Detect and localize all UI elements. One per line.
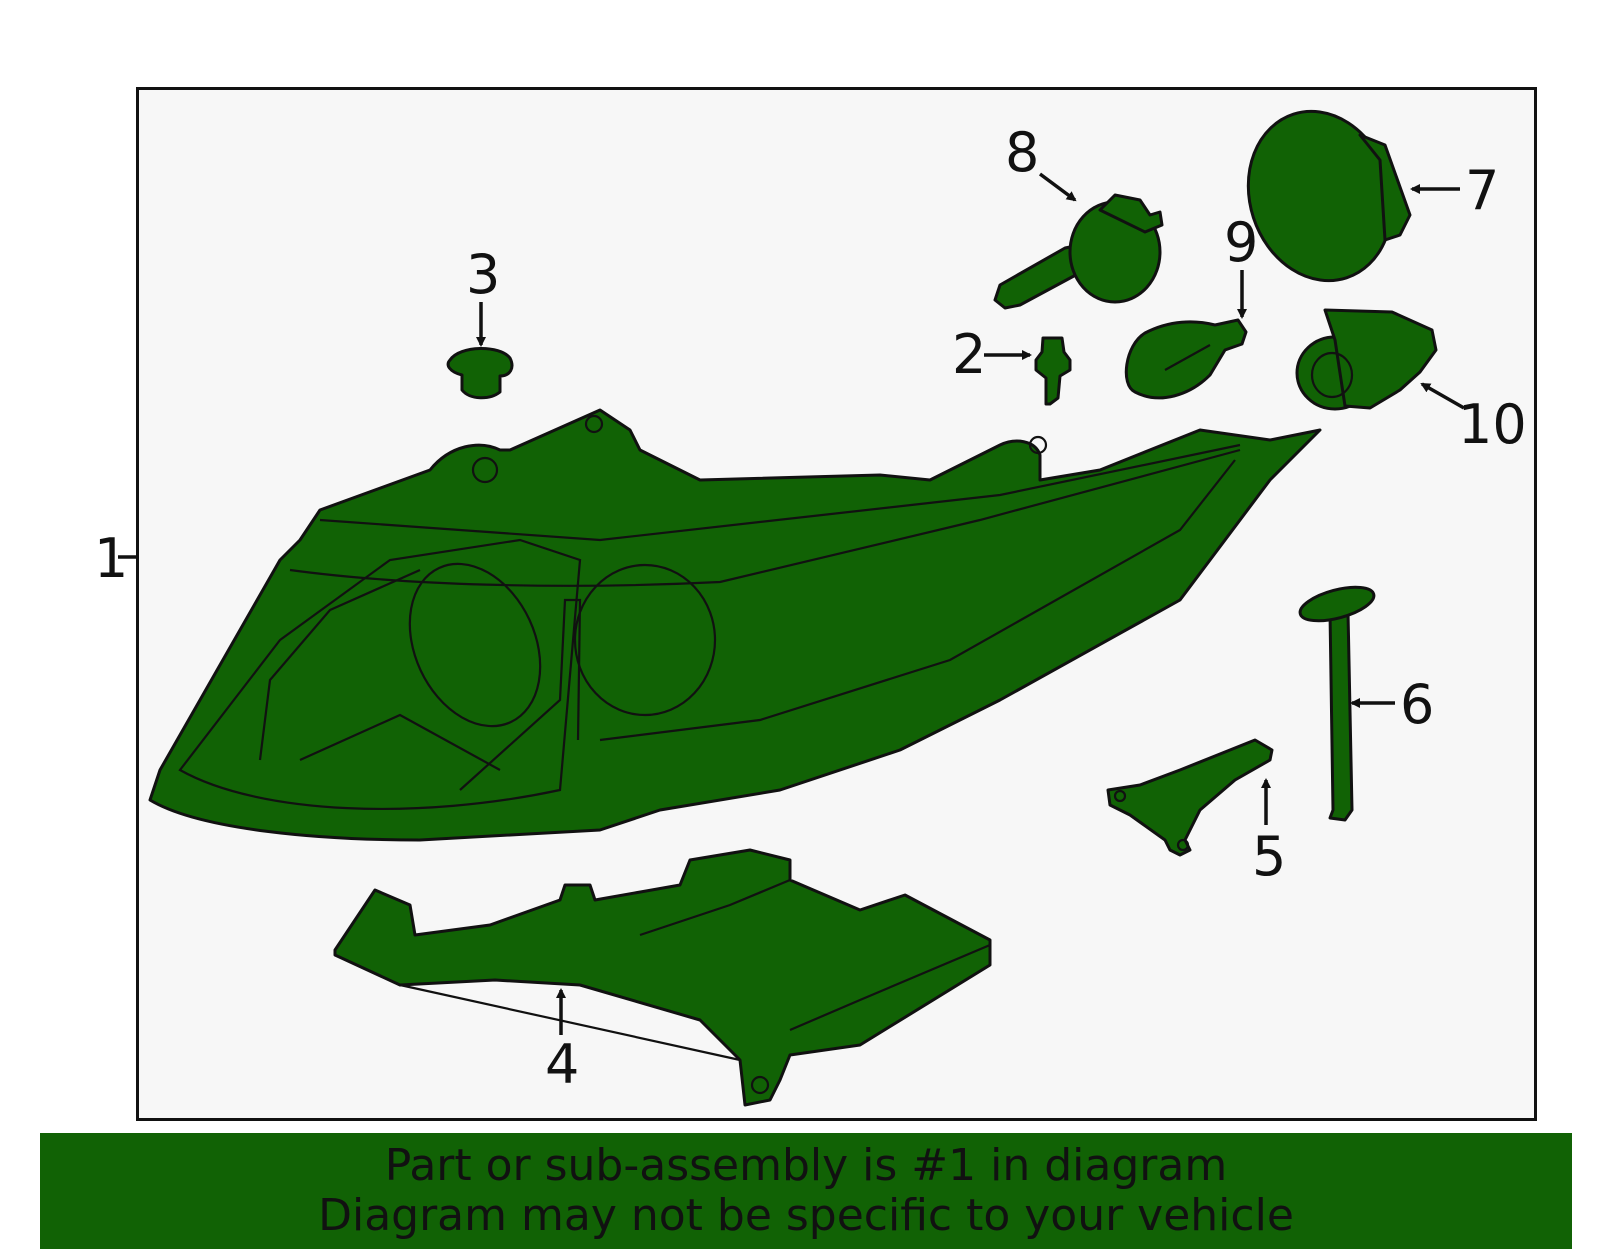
dust-cap[interactable] xyxy=(1227,93,1413,300)
bulb-8[interactable] xyxy=(993,193,1164,310)
callout-arrows xyxy=(118,172,1465,1035)
footer-banner: Part or sub-assembly is #1 in diagram Di… xyxy=(40,1133,1572,1249)
callout-9: 9 xyxy=(1224,211,1259,274)
callout-5: 5 xyxy=(1252,825,1287,888)
callout-2: 2 xyxy=(952,323,987,386)
footer-line-1: Part or sub-assembly is #1 in diagram xyxy=(384,1140,1228,1191)
callout-7: 7 xyxy=(1465,159,1500,222)
small-bracket[interactable] xyxy=(1106,738,1274,857)
callout-1: 1 xyxy=(94,527,129,590)
callout-4: 4 xyxy=(545,1033,580,1096)
bulb-socket-10[interactable] xyxy=(1295,308,1438,411)
adjuster-rod[interactable] xyxy=(1297,581,1378,822)
callout-10: 10 xyxy=(1458,393,1527,456)
headlamp-assembly[interactable] xyxy=(148,408,1322,842)
bulb-9[interactable] xyxy=(1124,318,1248,400)
callout-6: 6 xyxy=(1400,673,1435,736)
lower-bracket[interactable] xyxy=(333,848,992,1107)
cap-part[interactable] xyxy=(446,347,514,400)
footer-line-2: Diagram may not be specific to your vehi… xyxy=(318,1190,1294,1241)
callout-3: 3 xyxy=(466,243,501,306)
callout-8: 8 xyxy=(1005,121,1040,184)
screw-part[interactable] xyxy=(1034,336,1072,406)
